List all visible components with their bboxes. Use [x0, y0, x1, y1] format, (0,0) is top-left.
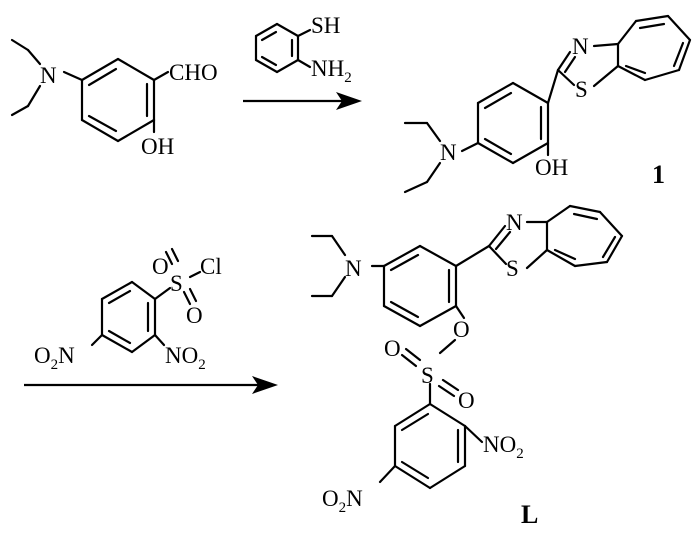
reaction-arrow-1: [243, 92, 362, 110]
compound-1-label: 1: [652, 160, 665, 189]
product-1-oh-label: OH: [535, 155, 568, 180]
product-L-sulfonyl-o-right: O: [458, 388, 475, 413]
product-1-thiazole-s: S: [575, 77, 588, 102]
product-L: N N S O O S O NO2 O2N L: [310, 204, 624, 529]
product-L-sulfonyl-s: S: [421, 363, 434, 388]
starting-aldehyde: N CHO OH: [10, 38, 218, 159]
aldehyde-bonds: [10, 38, 170, 143]
reaction-arrow-2: [24, 376, 278, 394]
reagent-para-no2: O2N: [34, 343, 75, 373]
reagent-sulfonyl-o-top: O: [152, 254, 169, 279]
product-L-para-no2: O2N: [322, 486, 363, 516]
aminothiophenol-reagent: SH NH2: [254, 13, 352, 86]
reagent-ortho-no2: NO2: [165, 343, 206, 373]
aldehyde-cho-label: CHO: [169, 60, 218, 85]
product-L-thiazole-n: N: [506, 210, 523, 235]
reagent-nh2-label: NH2: [311, 56, 352, 86]
aldehyde-oh-label: OH: [141, 134, 174, 159]
reagent-sulfonyl-cl: Cl: [200, 254, 222, 279]
product-L-link-o: O: [453, 317, 470, 342]
product-1-thiazole-n: N: [572, 34, 589, 59]
product-1-amine-n: N: [440, 140, 457, 165]
product-L-amine-n: N: [345, 256, 362, 281]
product-1-bonds: [403, 14, 692, 194]
product-L-bonds: [310, 204, 624, 490]
reagent-sh-label: SH: [311, 13, 340, 38]
product-1: N S N OH 1: [403, 14, 692, 194]
compound-L-label: L: [521, 500, 538, 529]
sulfonyl-chloride-bonds: [90, 247, 202, 354]
sulfonyl-chloride-reagent: O S Cl O NO2 O2N: [34, 247, 222, 373]
reagent-sulfonyl-o-bottom: O: [186, 303, 203, 328]
product-L-sulfonyl-o-left: O: [384, 336, 401, 361]
aldehyde-amine-n: N: [40, 63, 57, 88]
product-L-thiazole-s: S: [506, 256, 519, 281]
aminothiophenol-bonds: [254, 22, 312, 74]
reagent-sulfonyl-s: S: [170, 271, 183, 296]
product-L-ortho-no2: NO2: [483, 432, 524, 462]
